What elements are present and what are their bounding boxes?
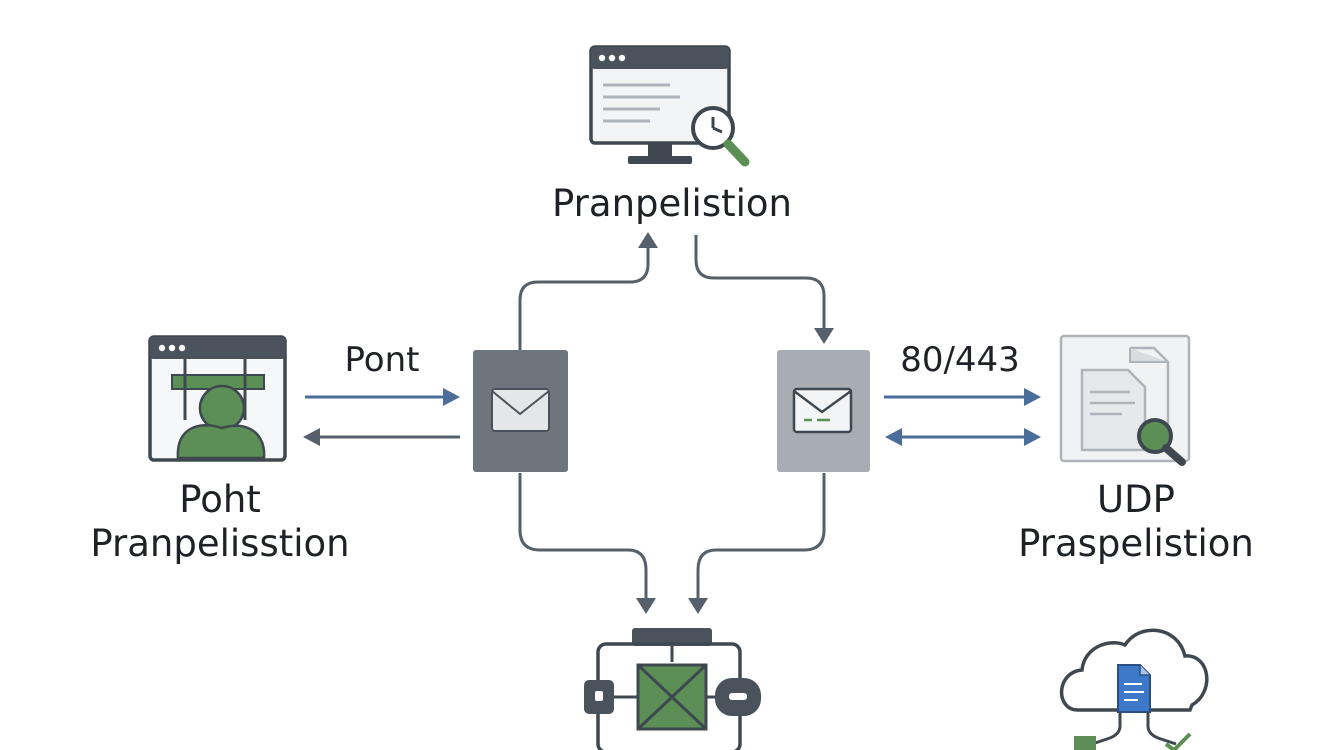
edge-label-left: Pont [344, 340, 420, 380]
connector-hubleft-to-top [518, 232, 658, 350]
hub-left-envelope [473, 350, 568, 472]
browser-user-icon [148, 335, 287, 462]
connector-hubright-to-bottom [688, 473, 826, 614]
edge-label-right: 80/443 [900, 340, 1020, 380]
node-label-top: Pranpelistion [552, 182, 792, 225]
connector-hubleft-to-bottom [518, 473, 656, 614]
node-label-left-line1: Poht [179, 478, 261, 521]
arrow-hub-to-left [303, 428, 460, 446]
node-label-right-line2: Praspelistion [1018, 522, 1254, 565]
arrow-left-to-hub [305, 388, 460, 406]
cloud-document-icon [1059, 628, 1209, 750]
monitor-search-icon [589, 45, 750, 167]
network-envelope-icon [584, 628, 761, 750]
connector-top-to-hubright [694, 235, 834, 344]
hub-right-envelope [777, 350, 870, 472]
arrow-bidirectional-right [885, 428, 1041, 446]
document-search-icon [1059, 334, 1191, 466]
node-label-right-line1: UDP [1097, 478, 1175, 521]
arrow-hub-to-right [884, 388, 1041, 406]
node-label-left-line2: Pranpelisstion [90, 522, 350, 565]
